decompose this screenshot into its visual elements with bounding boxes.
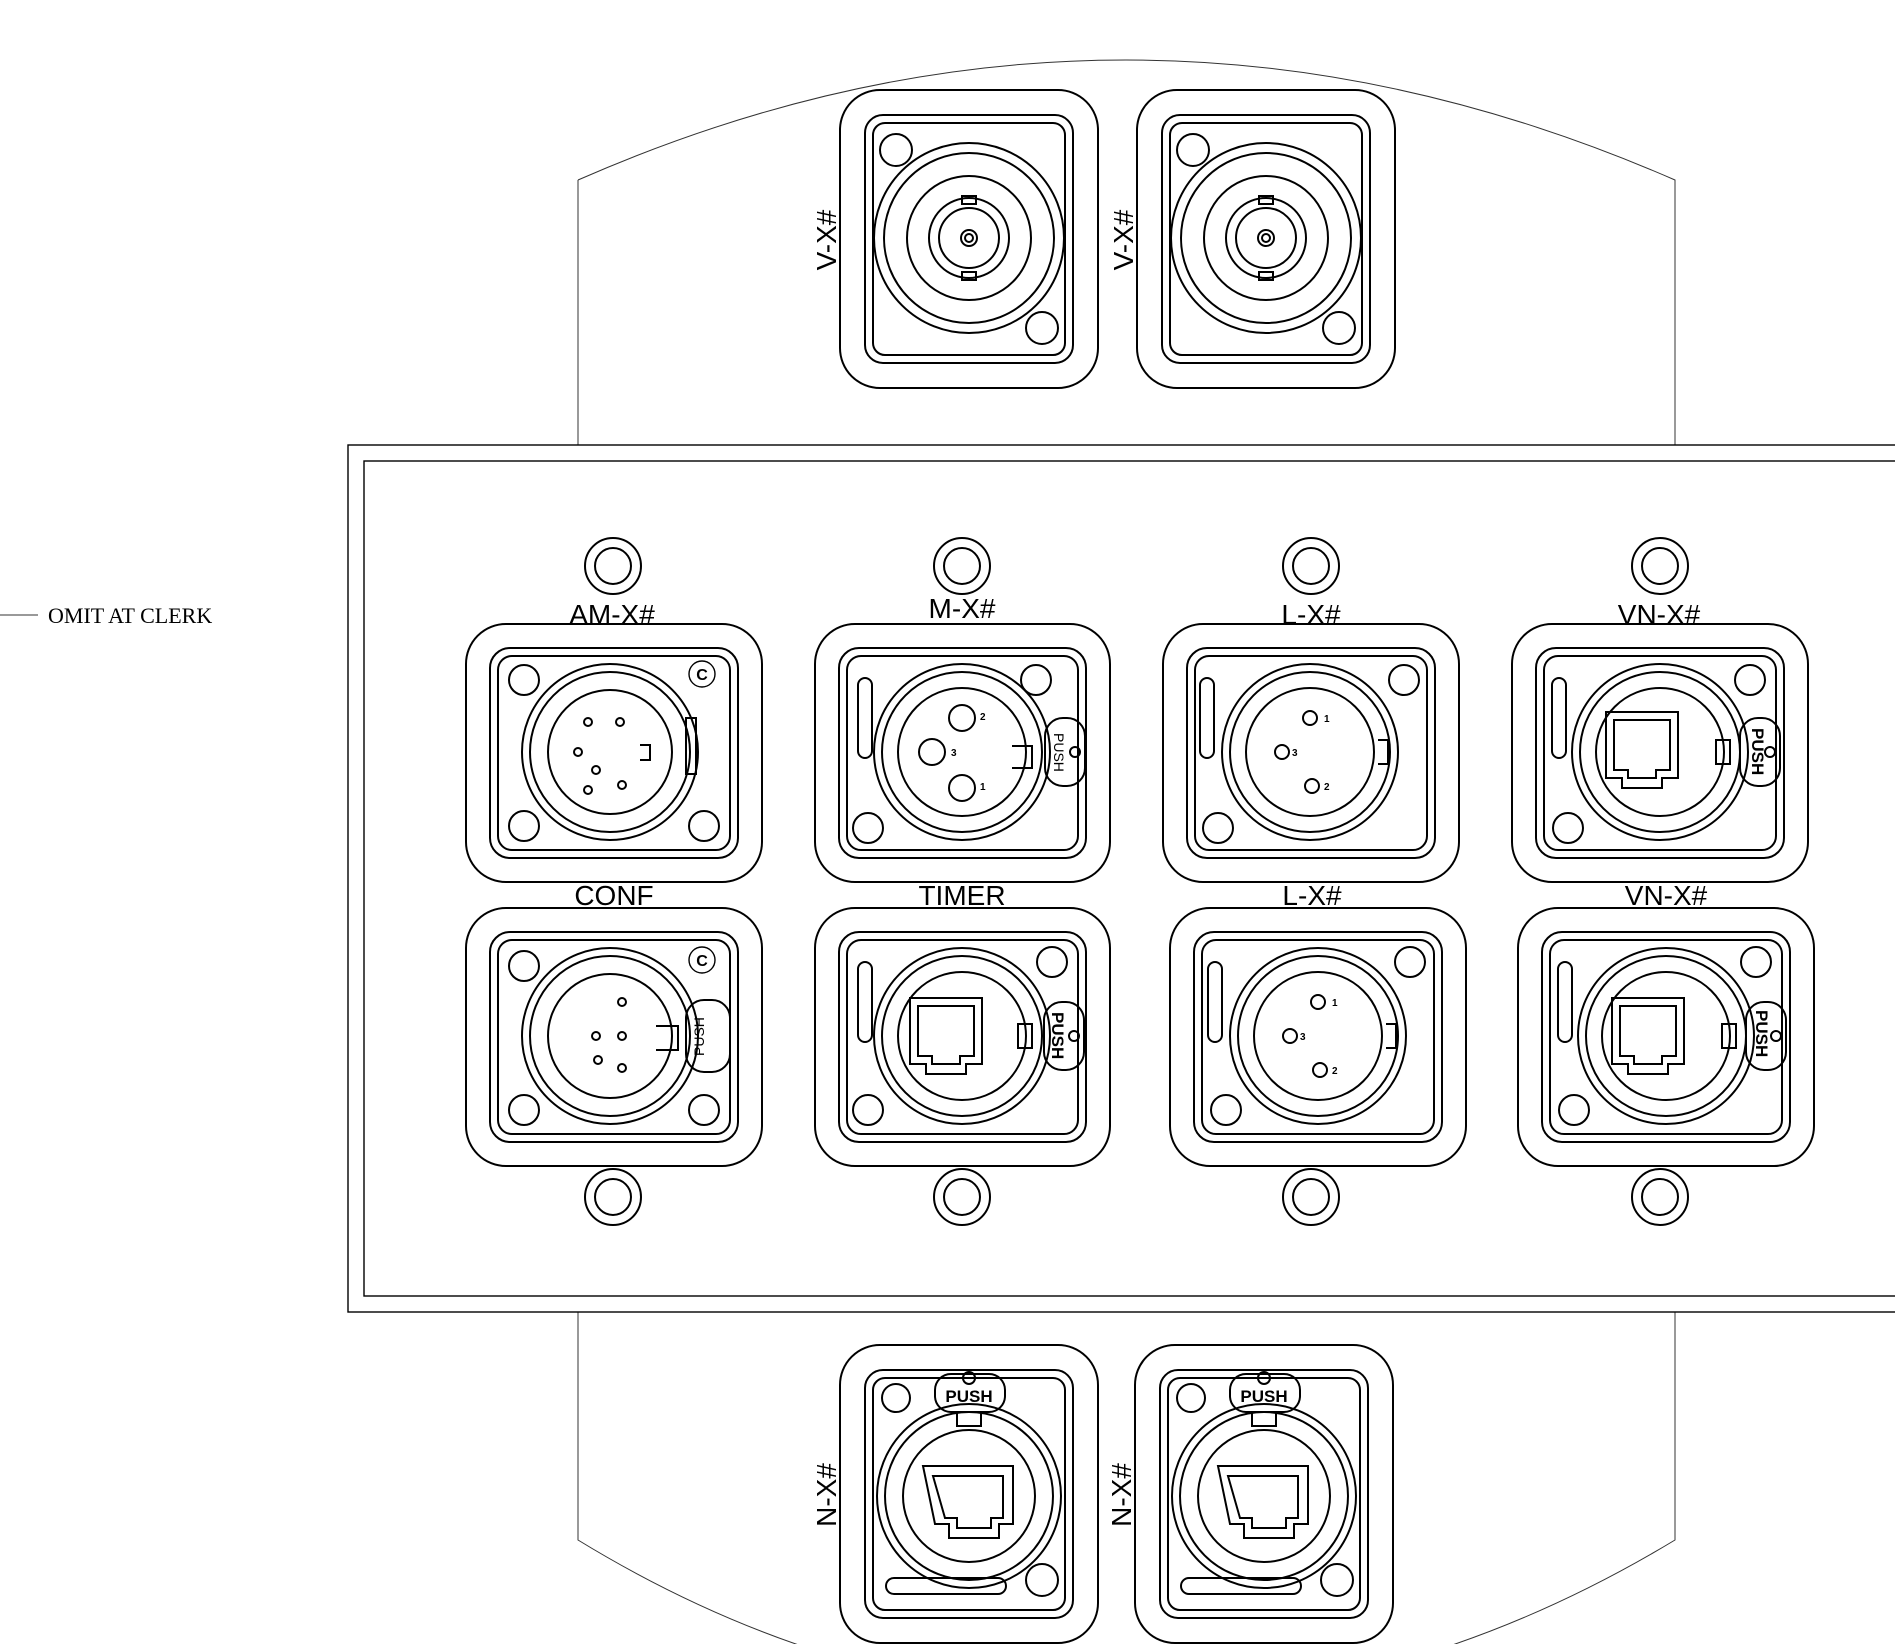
connector-r1c3: L-X# 1 3 2 <box>1162 599 1460 883</box>
label-r2c4: VN-X# <box>1625 880 1708 911</box>
push-latch-r2c1: PUSH <box>691 1017 707 1056</box>
connector-r1c1: AM-X# C <box>465 599 763 883</box>
push-latch-bottom-left: PUSH <box>945 1387 992 1406</box>
ce-mark-icon: C <box>688 660 716 688</box>
connector-bottom-left: PUSH N-X# <box>811 1344 1099 1644</box>
label-bottom-right: N-X# <box>1106 1463 1137 1527</box>
label-r2c2: TIMER <box>918 880 1005 911</box>
label-r2c3: L-X# <box>1282 880 1342 911</box>
label-r1c4: VN-X# <box>1618 599 1701 630</box>
ce-mark-icon: C <box>688 946 716 974</box>
svg-text:C: C <box>696 953 708 970</box>
svg-text:1: 1 <box>1332 998 1338 1009</box>
connector-r1c4: VN-X# PUSH <box>1511 599 1809 883</box>
center-plate-inner <box>363 460 1895 1297</box>
mounting-hole-icon <box>584 537 1689 1226</box>
push-latch-r1c4: PUSH <box>1748 728 1767 775</box>
connector-top-left: V-X# <box>811 89 1099 389</box>
svg-text:2: 2 <box>980 712 986 723</box>
connector-r2c4: VN-X# PUSH <box>1517 880 1815 1167</box>
center-plate-outer <box>347 444 1895 1313</box>
connector-r2c1: CONF C PUSH <box>465 880 763 1167</box>
label-bottom-left: N-X# <box>811 1463 842 1527</box>
push-latch-r1c2: PUSH <box>1051 733 1067 772</box>
svg-text:3: 3 <box>951 748 957 759</box>
svg-text:3: 3 <box>1292 748 1298 759</box>
svg-text:3: 3 <box>1300 1032 1306 1043</box>
enclosure-outline <box>577 59 1676 1644</box>
connector-r1c2: M-X# 2 3 1 PUSH <box>814 593 1111 883</box>
label-r1c1: AM-X# <box>569 599 655 630</box>
label-top-right: V-X# <box>1108 209 1139 270</box>
connector-r2c3: L-X# 1 3 2 <box>1169 880 1467 1167</box>
connector-r2c2: TIMER PUSH <box>814 880 1111 1167</box>
svg-text:C: C <box>696 667 708 684</box>
push-latch-r2c4: PUSH <box>1752 1010 1771 1057</box>
push-latch-bottom-right: PUSH <box>1240 1387 1287 1406</box>
connector-top-right: V-X# <box>1108 89 1396 389</box>
svg-text:1: 1 <box>1324 714 1330 725</box>
push-latch-r2c2: PUSH <box>1048 1012 1067 1059</box>
svg-text:1: 1 <box>980 782 986 793</box>
connector-bottom-right: PUSH N-X# <box>1106 1344 1394 1644</box>
omit-note: OMIT AT CLERK <box>48 603 212 628</box>
label-r1c2: M-X# <box>929 593 996 624</box>
label-r1c3: L-X# <box>1281 599 1341 630</box>
label-r2c1: CONF <box>574 880 653 911</box>
label-top-left: V-X# <box>811 209 842 270</box>
svg-text:2: 2 <box>1324 782 1330 793</box>
svg-text:2: 2 <box>1332 1066 1338 1077</box>
